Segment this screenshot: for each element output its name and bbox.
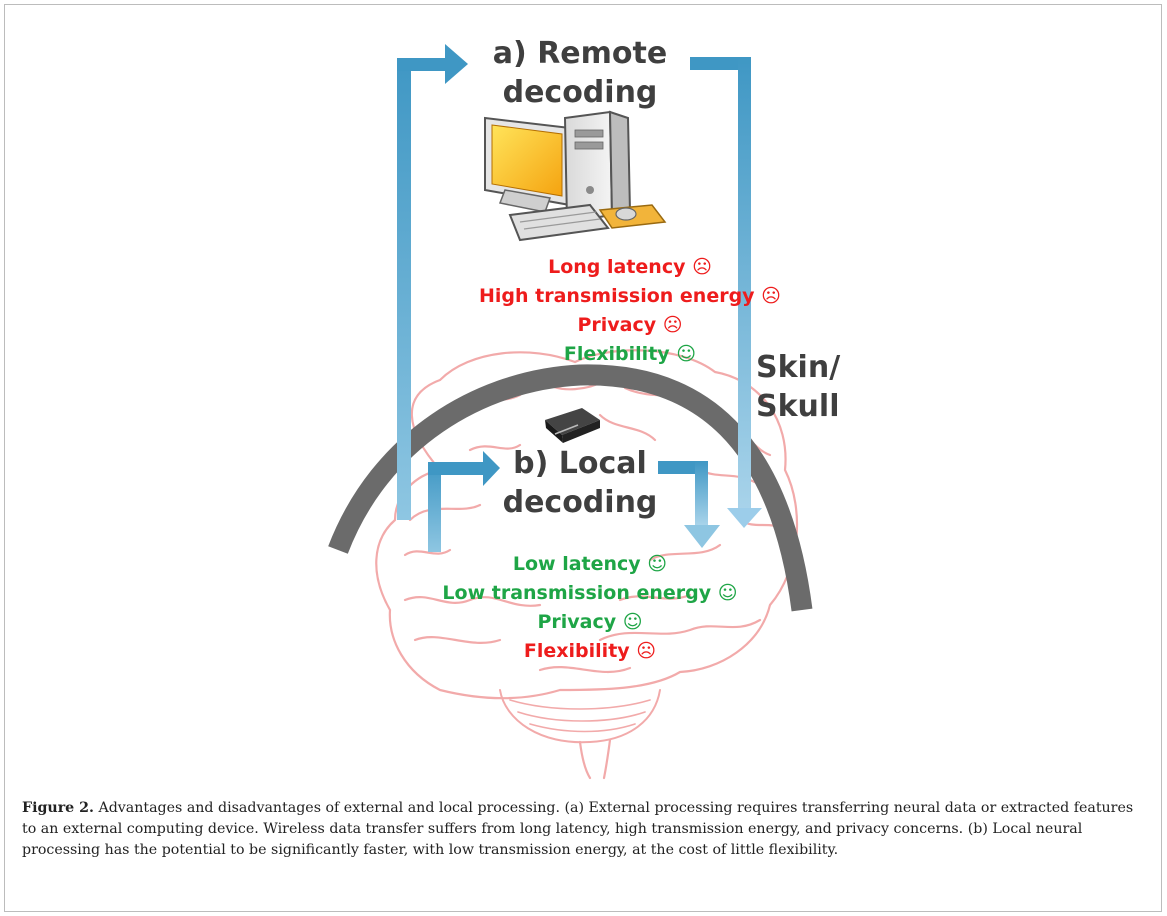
local-property-flexibility: Flexibility ☹ bbox=[523, 640, 657, 662]
remote-property-latency: Long latency ☹ bbox=[548, 256, 712, 278]
remote-properties-list: Long latency ☹ High transmission energy … bbox=[440, 253, 820, 369]
remote-property-flexibility: Flexibility ☺ bbox=[563, 343, 697, 365]
local-title-line2: decoding bbox=[502, 485, 658, 520]
local-property-energy: Low transmission energy ☺ bbox=[442, 582, 738, 604]
remote-loop-arrow bbox=[397, 44, 762, 528]
computer-icon bbox=[484, 110, 667, 242]
caption-label: Figure 2. bbox=[22, 800, 94, 816]
local-loop-arrow bbox=[428, 451, 720, 552]
remote-title-line1: a) Remote bbox=[492, 36, 668, 71]
skin-label-line1: Skin/ bbox=[756, 350, 841, 385]
remote-property-energy: High transmission energy ☹ bbox=[479, 285, 781, 307]
diagram-canvas bbox=[328, 44, 813, 780]
caption-text: Advantages and disadvantages of external… bbox=[22, 800, 1134, 858]
remote-decoding-title: a) Remote decoding bbox=[440, 34, 720, 112]
local-properties-list: Low latency ☺ Low transmission energy ☺ … bbox=[400, 550, 780, 666]
local-decoding-title: b) Local decoding bbox=[470, 444, 690, 522]
brain-icon bbox=[375, 349, 799, 780]
local-property-latency: Low latency ☺ bbox=[512, 553, 668, 575]
figure-caption: Figure 2. Advantages and disadvantages o… bbox=[22, 798, 1142, 861]
local-title-line1: b) Local bbox=[513, 446, 647, 481]
skin-skull-label: Skin/ Skull bbox=[756, 348, 866, 426]
skull-arc bbox=[328, 364, 813, 612]
local-property-privacy: Privacy ☺ bbox=[537, 611, 643, 633]
remote-property-privacy: Privacy ☹ bbox=[577, 314, 683, 336]
implant-chip-icon bbox=[545, 408, 600, 443]
remote-title-line2: decoding bbox=[502, 75, 658, 110]
skin-label-line2: Skull bbox=[756, 389, 840, 424]
